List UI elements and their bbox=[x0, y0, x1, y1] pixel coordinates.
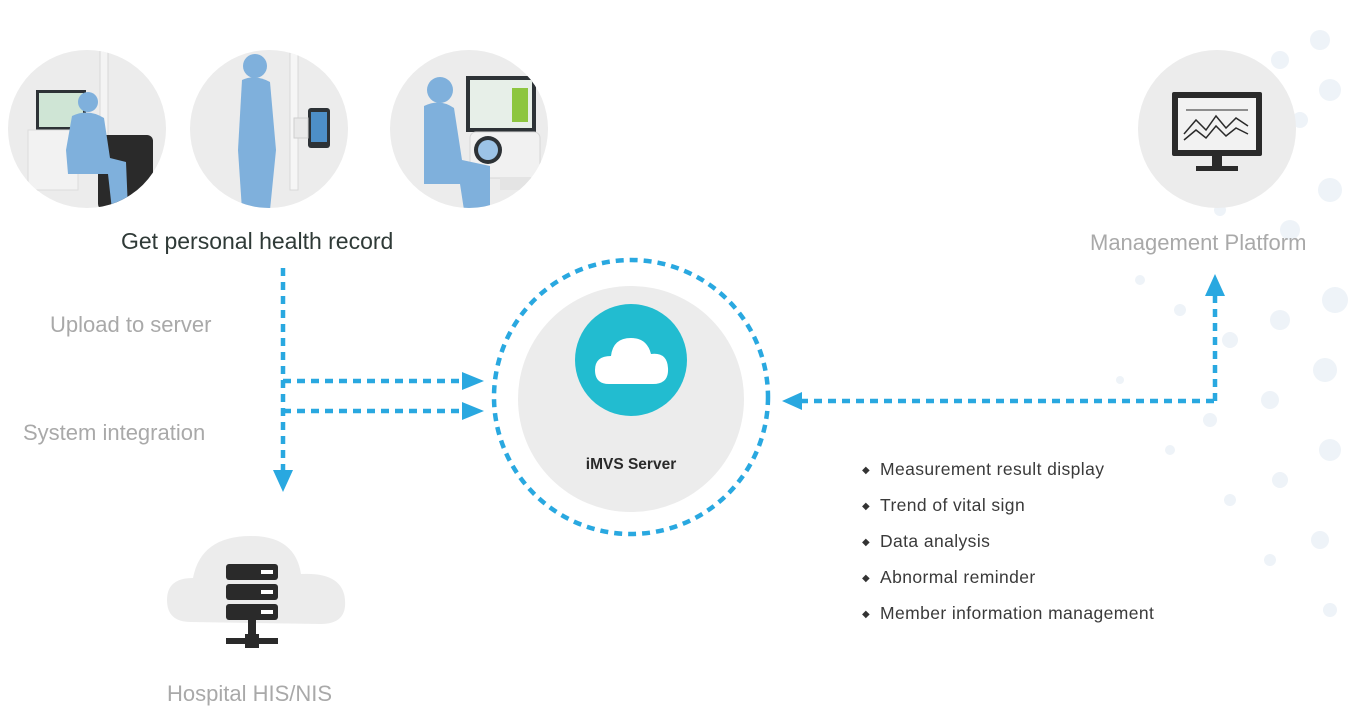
feature-item: ◆ Abnormal reminder bbox=[862, 559, 1154, 595]
standing-scale-icon bbox=[238, 50, 330, 208]
hex-dot bbox=[1319, 79, 1341, 101]
bullet-icon: ◆ bbox=[862, 537, 871, 548]
feature-item: ◆ Member information management bbox=[862, 595, 1154, 631]
hex-dot bbox=[1319, 439, 1341, 461]
hex-dot bbox=[1261, 391, 1279, 409]
feature-text: Member information management bbox=[880, 603, 1155, 623]
hex-dot bbox=[1313, 358, 1337, 382]
server-label: iMVS Server bbox=[585, 456, 677, 473]
bullet-icon: ◆ bbox=[862, 573, 871, 584]
up-arrow-head bbox=[1205, 274, 1225, 296]
bullet-icon: ◆ bbox=[862, 465, 871, 476]
feature-text: Data analysis bbox=[880, 531, 991, 551]
hex-dot bbox=[1323, 603, 1337, 617]
hex-dot bbox=[1310, 30, 1330, 50]
monitor-chart-icon bbox=[1172, 92, 1262, 171]
feature-item: ◆ Trend of vital sign bbox=[862, 487, 1154, 523]
hex-dot bbox=[1271, 51, 1289, 69]
hex-pattern-background bbox=[1116, 30, 1348, 617]
down-arrow-head bbox=[273, 470, 293, 492]
hex-dot bbox=[1116, 376, 1124, 384]
hex-dot bbox=[1203, 413, 1217, 427]
server-dashed-ring bbox=[491, 257, 771, 537]
bullet-icon: ◆ bbox=[862, 501, 871, 512]
hex-dot bbox=[1280, 220, 1300, 240]
hex-dot bbox=[1318, 178, 1342, 202]
feature-item: ◆ Measurement result display bbox=[862, 451, 1154, 487]
upload-label: Upload to server bbox=[50, 312, 212, 337]
device-photo-standing bbox=[190, 50, 348, 208]
feature-text: Abnormal reminder bbox=[880, 567, 1036, 587]
feature-list: ◆ Measurement result display ◆ Trend of vi… bbox=[862, 451, 1154, 631]
upload-arrow-head bbox=[462, 372, 484, 390]
blood-pressure-station-icon bbox=[424, 76, 548, 208]
hex-dot bbox=[1135, 275, 1145, 285]
bullet-icon: ◆ bbox=[862, 609, 871, 620]
hex-dot bbox=[1272, 472, 1288, 488]
device-photo-bp-station bbox=[390, 50, 548, 208]
hex-dot bbox=[1322, 287, 1348, 313]
device-photo-kiosk bbox=[8, 50, 166, 208]
hex-dot bbox=[1264, 554, 1276, 566]
cloud-icon bbox=[595, 338, 669, 384]
management-platform-label: Management Platform bbox=[1090, 230, 1307, 255]
hospital-server-icon bbox=[167, 536, 346, 648]
integration-arrow-head bbox=[462, 402, 484, 420]
server-to-platform-arrow-head bbox=[782, 392, 802, 410]
feature-item: ◆ Data analysis bbox=[862, 523, 1154, 559]
hex-dot bbox=[1270, 310, 1290, 330]
hospital-label: Hospital HIS/NIS bbox=[167, 681, 333, 706]
integration-label: System integration bbox=[23, 420, 206, 445]
hex-dot bbox=[1224, 494, 1236, 506]
feature-text: Measurement result display bbox=[880, 459, 1105, 479]
height-weight-kiosk-icon bbox=[27, 50, 153, 208]
hex-dot bbox=[1222, 332, 1238, 348]
feature-text: Trend of vital sign bbox=[880, 495, 1026, 515]
hex-dot bbox=[1292, 112, 1308, 128]
hex-row bbox=[1116, 30, 1348, 617]
hex-dot bbox=[1165, 445, 1175, 455]
management-platform-circle bbox=[1138, 50, 1296, 208]
device-caption: Get personal health record bbox=[121, 228, 394, 254]
hex-dot bbox=[1174, 304, 1186, 316]
hex-dot bbox=[1311, 531, 1329, 549]
